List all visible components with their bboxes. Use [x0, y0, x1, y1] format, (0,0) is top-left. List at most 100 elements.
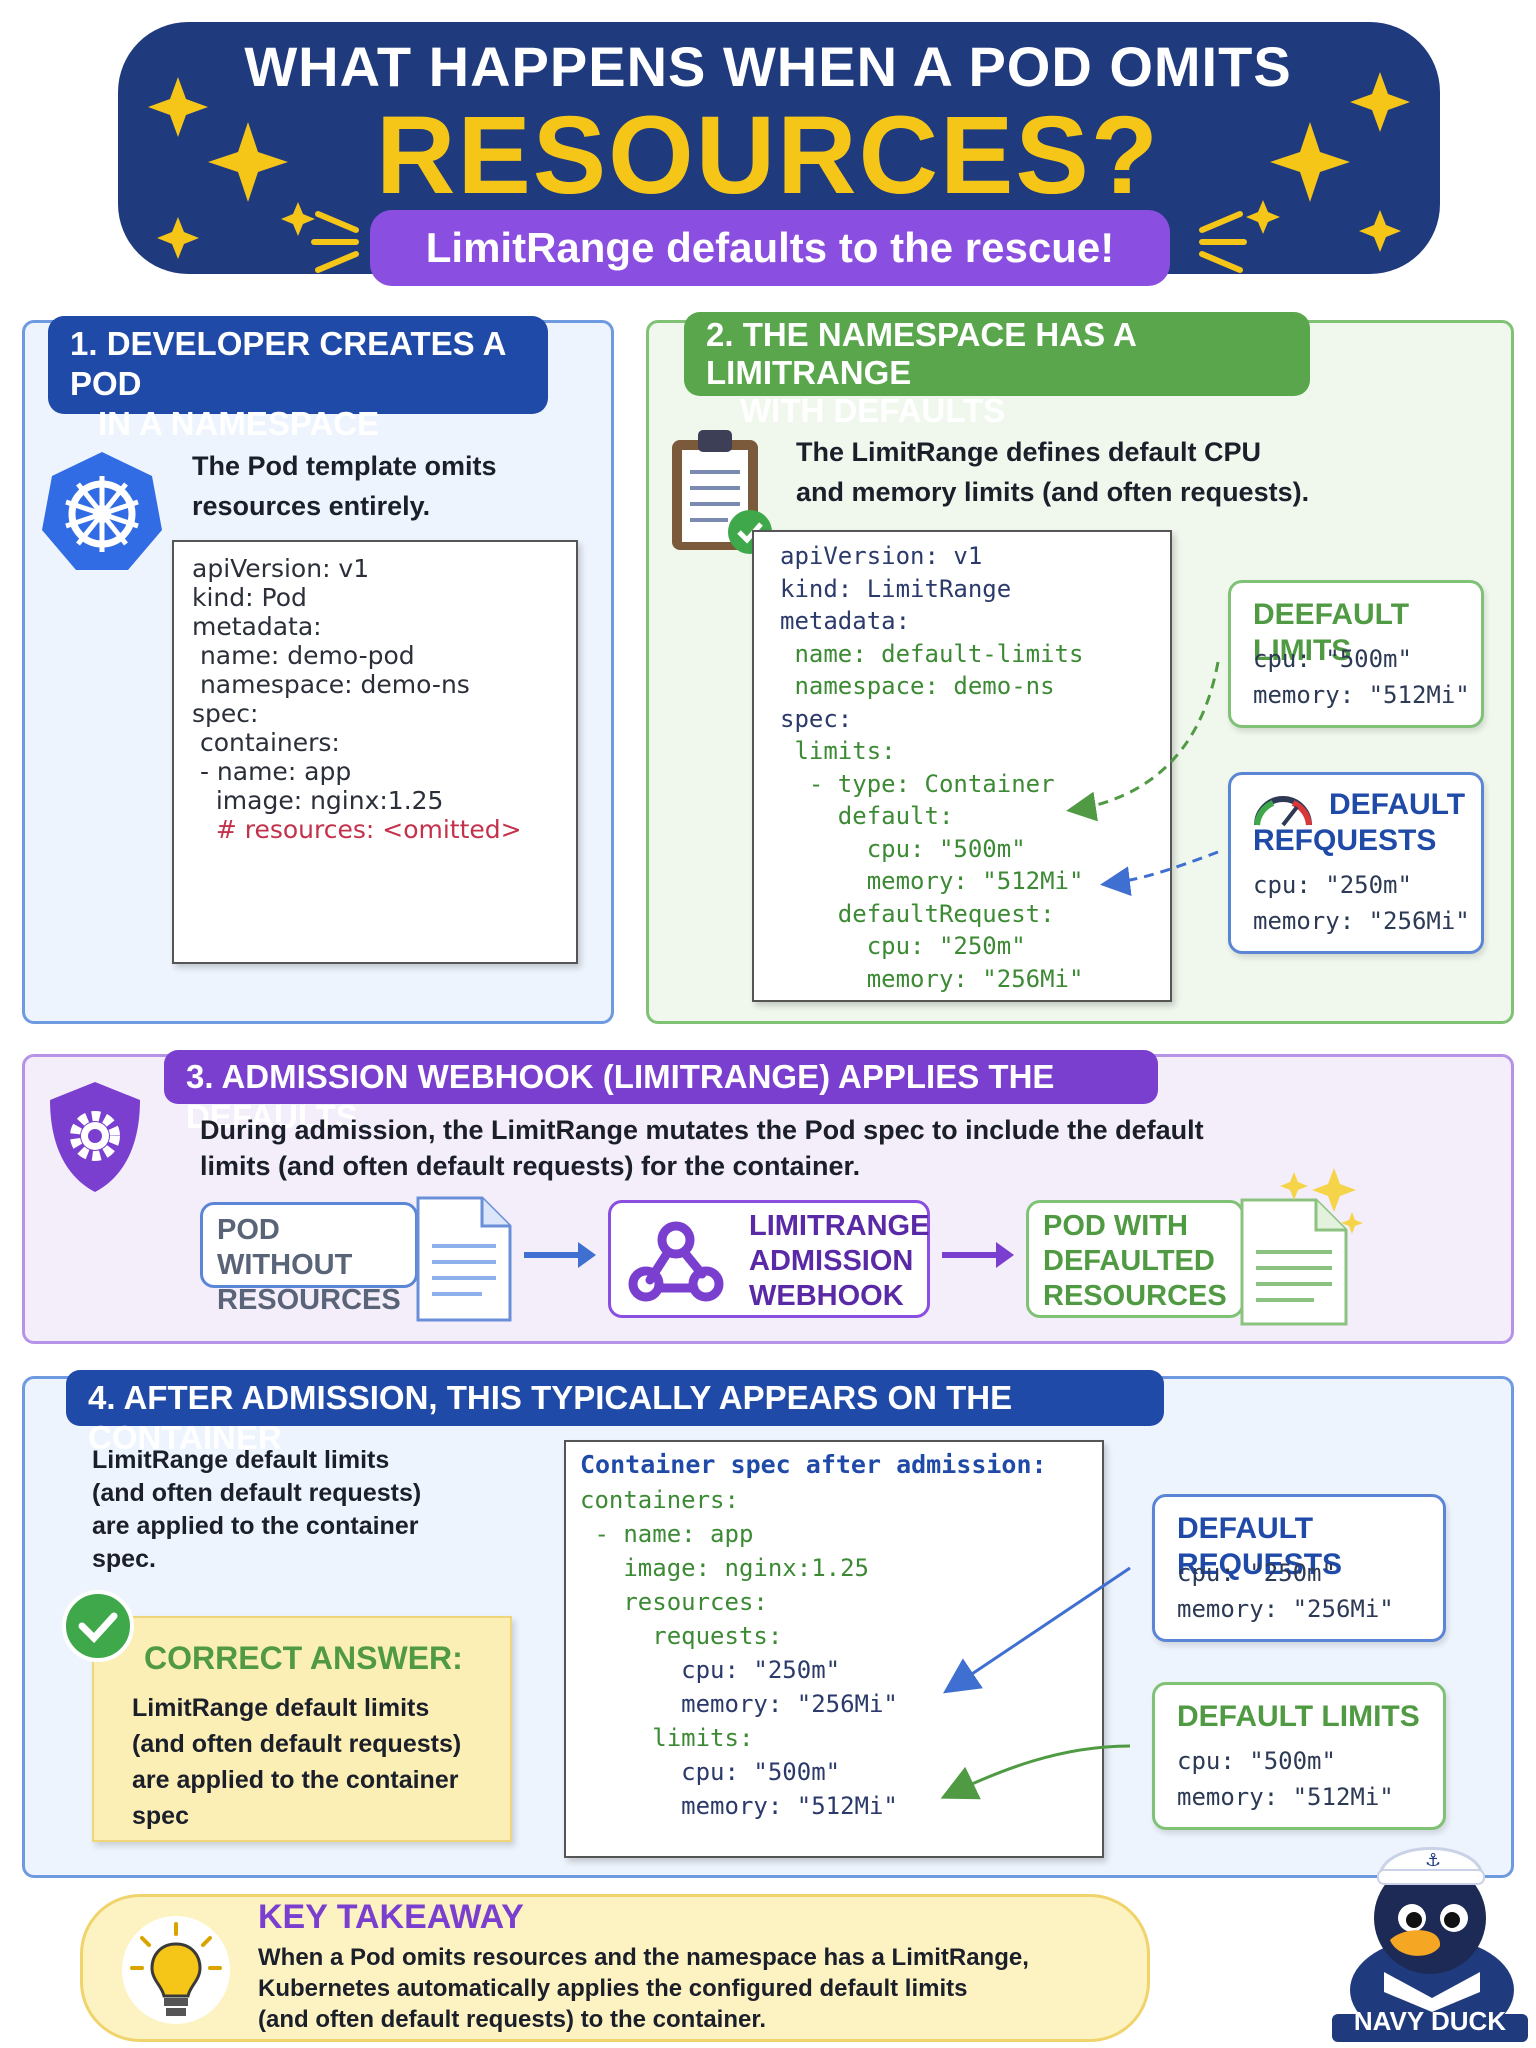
correct-answer-line: (and often default requests)	[132, 1730, 462, 1758]
limitrange-yaml-line: name: default-limits	[780, 639, 1084, 668]
container-spec-line: resources:	[580, 1588, 768, 1616]
container-spec-line: memory: "512Mi"	[580, 1792, 898, 1820]
after-default-limits-memory: memory: "512Mi"	[1177, 1783, 1394, 1811]
flow-right-line2: DEFAULTED	[1043, 1245, 1215, 1277]
section2-text-line1: The LimitRange defines default CPU	[796, 437, 1262, 467]
section4-text-line: (and often default requests)	[92, 1479, 422, 1507]
section3-text-line2: limits (and often default requests) for …	[200, 1151, 861, 1181]
flow-mid-line3: WEBHOOK	[749, 1280, 904, 1312]
section1-title-line1: 1. DEVELOPER CREATES A POD	[70, 325, 506, 402]
pod-yaml-line: spec:	[192, 699, 259, 728]
container-spec-title: Container spec after admission:	[580, 1450, 1047, 1479]
pod-yaml-line: # resources: <omitted>	[192, 815, 522, 844]
star-icon	[1246, 200, 1280, 234]
pod-yaml-line: namespace: demo-ns	[192, 670, 470, 699]
pod-yaml-line: name: demo-pod	[192, 641, 415, 670]
limitrange-yaml-line: kind: LimitRange	[780, 574, 1012, 603]
flow-pod-with-defaulted-resources: POD WITH DEFAULTED RESOURCES	[1026, 1200, 1244, 1318]
container-spec-line: cpu: "500m"	[580, 1758, 841, 1786]
default-limits-card: DEEFAULT LIMITS cpu: "500m" memory: "512…	[1228, 580, 1484, 728]
page-title-line1: WHAT HAPPENS WHEN A POD OMITS	[244, 35, 1292, 98]
limitrange-yaml-line: limits:	[780, 737, 896, 765]
limitrange-yaml-line: cpu: "500m"	[780, 834, 1026, 863]
section2-text-line2: and memory limits (and often requests).	[796, 477, 1310, 507]
default-requests-cpu: cpu: "250m"	[1253, 871, 1412, 899]
pod-yaml-line: - name: app	[192, 757, 352, 786]
mascot-label: NAVY DUCK	[1353, 2006, 1507, 2036]
section1-text-line1: The Pod template omits	[192, 451, 497, 481]
flow-limitrange-webhook: LIMITRANGE ADMISSION WEBHOOK	[608, 1200, 930, 1318]
correct-answer-title: CORRECT ANSWER:	[144, 1640, 463, 1676]
limitrange-yaml-line: spec:	[780, 704, 853, 733]
flow-left-line1: POD WITHOUT	[217, 1214, 353, 1281]
section4-title: 4. AFTER ADMISSION, THIS TYPICALLY APPEA…	[66, 1370, 1164, 1456]
document-sparkle-icon	[1240, 1168, 1363, 1326]
section2-title: 2. THE NAMESPACE HAS A LIMITRANGE WITH D…	[684, 312, 1310, 429]
after-default-requests-title: DEFAULT REQUESTS	[1177, 1512, 1343, 1581]
limitrange-yaml-line: memory: "512Mi"	[780, 867, 1084, 895]
default-requests-memory: memory: "256Mi"	[1253, 907, 1470, 935]
star-icon	[148, 77, 208, 137]
limitrange-yaml-line: cpu: "250m"	[780, 932, 1026, 960]
flow-left-line2: RESOURCES	[217, 1284, 401, 1316]
section1-text-line2: resources entirely.	[192, 491, 431, 521]
pod-yaml-box	[172, 540, 578, 964]
container-spec-line: memory: "256Mi"	[580, 1690, 898, 1718]
correct-answer-line: spec	[132, 1802, 189, 1830]
default-limits-memory: memory: "512Mi"	[1253, 681, 1470, 709]
clipboard-icon	[672, 430, 772, 554]
container-spec-line: - name: app	[580, 1520, 754, 1548]
section4-text-line: are applied to the container	[92, 1512, 419, 1540]
kubernetes-wheel-icon	[42, 452, 162, 570]
key-takeaway-card	[80, 1894, 1150, 2042]
key-takeaway-title: KEY TAKEAWAY	[258, 1898, 524, 1936]
key-takeaway-line: Kubernetes automatically applies the con…	[258, 1975, 968, 2002]
document-icon	[416, 1196, 512, 1322]
limitrange-yaml-line: - type: Container	[780, 769, 1055, 798]
limitrange-yaml-line: memory: "256Mi"	[780, 964, 1084, 993]
arrow-right-icon	[524, 1242, 596, 1268]
flow-right-line3: RESOURCES	[1043, 1280, 1227, 1312]
star-decorations	[148, 72, 1410, 273]
arrow-right-icon	[942, 1242, 1014, 1268]
container-spec-line: image: nginx:1.25	[580, 1554, 869, 1582]
shield-gear-icon	[50, 1082, 140, 1192]
container-spec-line: containers:	[580, 1486, 739, 1514]
correct-answer-line: are applied to the container	[132, 1766, 459, 1794]
limitrange-yaml-line: namespace: demo-ns	[780, 672, 1055, 700]
default-requests-title-line1: DEFAULT	[1329, 788, 1466, 821]
section2-title-line2: WITH DEFAULTS	[740, 392, 1006, 429]
section1-title-line2: IN A NAMESPACE	[98, 405, 380, 442]
lightbulb-icon	[122, 1916, 230, 2024]
section1-title: 1. DEVELOPER CREATES A POD IN A NAMESPAC…	[48, 316, 548, 442]
key-takeaway-line: (and often default requests) to the cont…	[258, 2006, 767, 2033]
pod-yaml-line: kind: Pod	[192, 583, 307, 612]
check-icon	[62, 1590, 134, 1662]
flow-mid-line2: ADMISSION	[749, 1245, 914, 1277]
after-default-requests-memory: memory: "256Mi"	[1177, 1595, 1394, 1623]
after-default-limits-cpu: cpu: "500m"	[1177, 1747, 1336, 1775]
section3-text-line1: During admission, the LimitRange mutates…	[200, 1115, 1204, 1145]
after-default-limits-title: DEFAULT LIMITS	[1177, 1700, 1420, 1733]
pod-yaml-line: apiVersion: v1	[192, 554, 370, 583]
container-spec-line: limits:	[580, 1724, 754, 1752]
after-default-requests-card: DEFAULT REQUESTS cpu: "250m" memory: "25…	[1152, 1494, 1446, 1642]
section3-title: 3. ADMISSION WEBHOOK (LIMITRANGE) APPLIE…	[164, 1050, 1158, 1135]
page-subtitle: LimitRange defaults to the rescue!	[370, 210, 1170, 286]
default-requests-title-line2: REFQUESTS	[1253, 824, 1437, 857]
webhook-icon	[628, 1221, 724, 1302]
star-icon	[208, 122, 288, 202]
container-spec-line: cpu: "250m"	[580, 1656, 841, 1684]
correct-answer-line: LimitRange default limits	[132, 1694, 430, 1722]
default-limits-title: DEEFAULT LIMITS	[1253, 598, 1410, 667]
flow-right-line1: POD WITH	[1043, 1210, 1188, 1242]
flow-mid-line1: LIMITRANGE	[749, 1210, 930, 1242]
page-title-line2: RESOURCES?	[376, 94, 1160, 217]
container-spec-box	[564, 1440, 1104, 1858]
limitrange-yaml-line: apiVersion: v1	[780, 542, 983, 570]
svg-text:⚓: ⚓	[1425, 1850, 1441, 1871]
star-icon	[1350, 72, 1410, 132]
star-icon	[1359, 210, 1401, 252]
